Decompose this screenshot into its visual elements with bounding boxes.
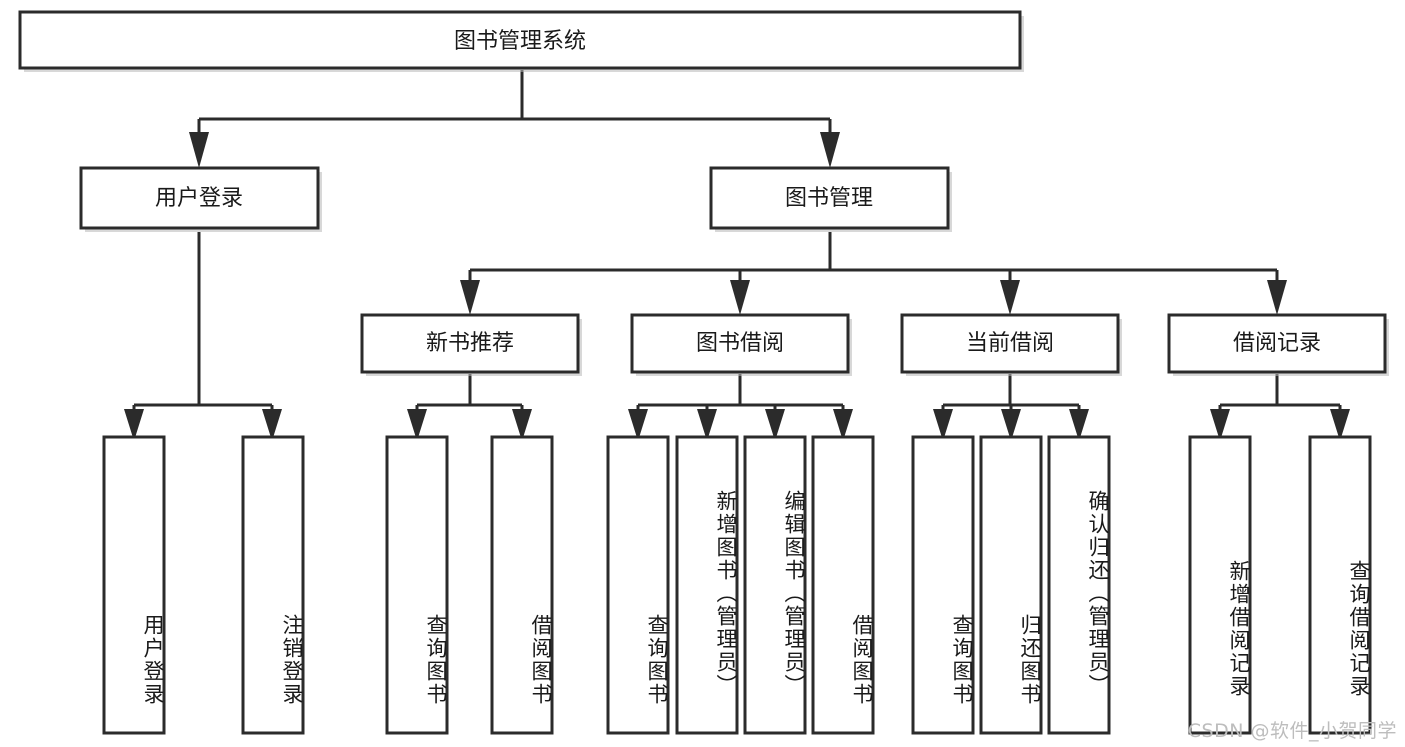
node-current-borrow-box[interactable] xyxy=(900,313,1120,374)
arrowhead-leaf-query-book-3 xyxy=(933,409,953,441)
node-user-login-box[interactable] xyxy=(79,166,320,230)
node-borrow-record-label: 借阅记录 xyxy=(1233,331,1321,356)
node-current-borrow[interactable]: 当前借阅 xyxy=(900,313,1122,376)
arrowhead-leaf-query-book-1 xyxy=(407,409,427,441)
arrowhead-new-book-rec xyxy=(460,280,480,315)
arrowhead-leaf-confirm-return xyxy=(1069,409,1089,441)
node-borrow-record[interactable]: 借阅记录 xyxy=(1167,313,1389,376)
node-leaf-add-book-box[interactable] xyxy=(675,435,739,735)
node-book-borrow-label: 图书借阅 xyxy=(696,331,784,356)
node-leaf-edit-book-box[interactable] xyxy=(743,435,807,735)
node-root-box[interactable] xyxy=(18,10,1022,70)
node-leaf-query-book-1-box[interactable] xyxy=(385,435,449,735)
arrowhead-leaf-query-record xyxy=(1330,409,1350,441)
node-book-manage[interactable]: 图书管理 xyxy=(709,166,952,232)
node-current-borrow-label: 当前借阅 xyxy=(966,331,1054,356)
arrowhead-leaf-edit-book xyxy=(765,409,785,441)
node-new-book-rec[interactable]: 新书推荐 xyxy=(360,313,582,376)
watermark-text: CSDN @软件_小贺同学 xyxy=(1187,720,1397,742)
node-borrow-record-box[interactable] xyxy=(1167,313,1387,374)
node-leaf-confirm-return-box[interactable] xyxy=(1047,435,1111,735)
node-book-manage-box[interactable] xyxy=(709,166,950,230)
node-leaf-query-book-3-box[interactable] xyxy=(911,435,975,735)
node-leaf-borrow-book-1-box[interactable] xyxy=(490,435,554,735)
node-new-book-rec-box[interactable] xyxy=(360,313,580,374)
node-leaf-query-record-box[interactable] xyxy=(1308,435,1372,735)
arrowhead-leaf-borrow-book-1 xyxy=(512,409,532,441)
node-leaf-query-book-2-box[interactable] xyxy=(606,435,670,735)
leaf-box-group xyxy=(102,435,1372,735)
arrowhead-book-manage xyxy=(820,132,840,168)
arrowhead-leaf-query-book-2 xyxy=(628,409,648,441)
node-root-label: 图书管理系统 xyxy=(454,29,586,54)
node-leaf-logout-box[interactable] xyxy=(241,435,305,735)
node-new-book-rec-label: 新书推荐 xyxy=(426,331,514,356)
connector-group xyxy=(124,70,1350,441)
node-leaf-user-login-box[interactable] xyxy=(102,435,166,735)
arrowhead-leaf-user-login xyxy=(124,409,144,441)
node-book-manage-label: 图书管理 xyxy=(785,186,873,211)
arrowhead-current-borrow xyxy=(1000,280,1020,315)
node-user-login-label: 用户登录 xyxy=(155,186,243,211)
arrowhead-leaf-logout xyxy=(262,409,282,441)
node-leaf-borrow-book-2-box[interactable] xyxy=(811,435,875,735)
node-leaf-add-record-box[interactable] xyxy=(1188,435,1252,735)
node-user-login[interactable]: 用户登录 xyxy=(79,166,322,232)
arrowhead-leaf-return-book xyxy=(1001,409,1021,441)
node-root[interactable]: 图书管理系统 xyxy=(18,10,1024,72)
node-book-borrow-box[interactable] xyxy=(630,313,850,374)
arrowhead-book-borrow xyxy=(730,280,750,315)
arrowhead-leaf-add-book xyxy=(697,409,717,441)
arrowhead-borrow-record xyxy=(1267,280,1287,315)
node-book-borrow[interactable]: 图书借阅 xyxy=(630,313,852,376)
node-leaf-return-book-box[interactable] xyxy=(979,435,1043,735)
arrowhead-user-login xyxy=(189,132,209,168)
arrowhead-leaf-add-record xyxy=(1210,409,1230,441)
arrowhead-leaf-borrow-book-2 xyxy=(833,409,853,441)
